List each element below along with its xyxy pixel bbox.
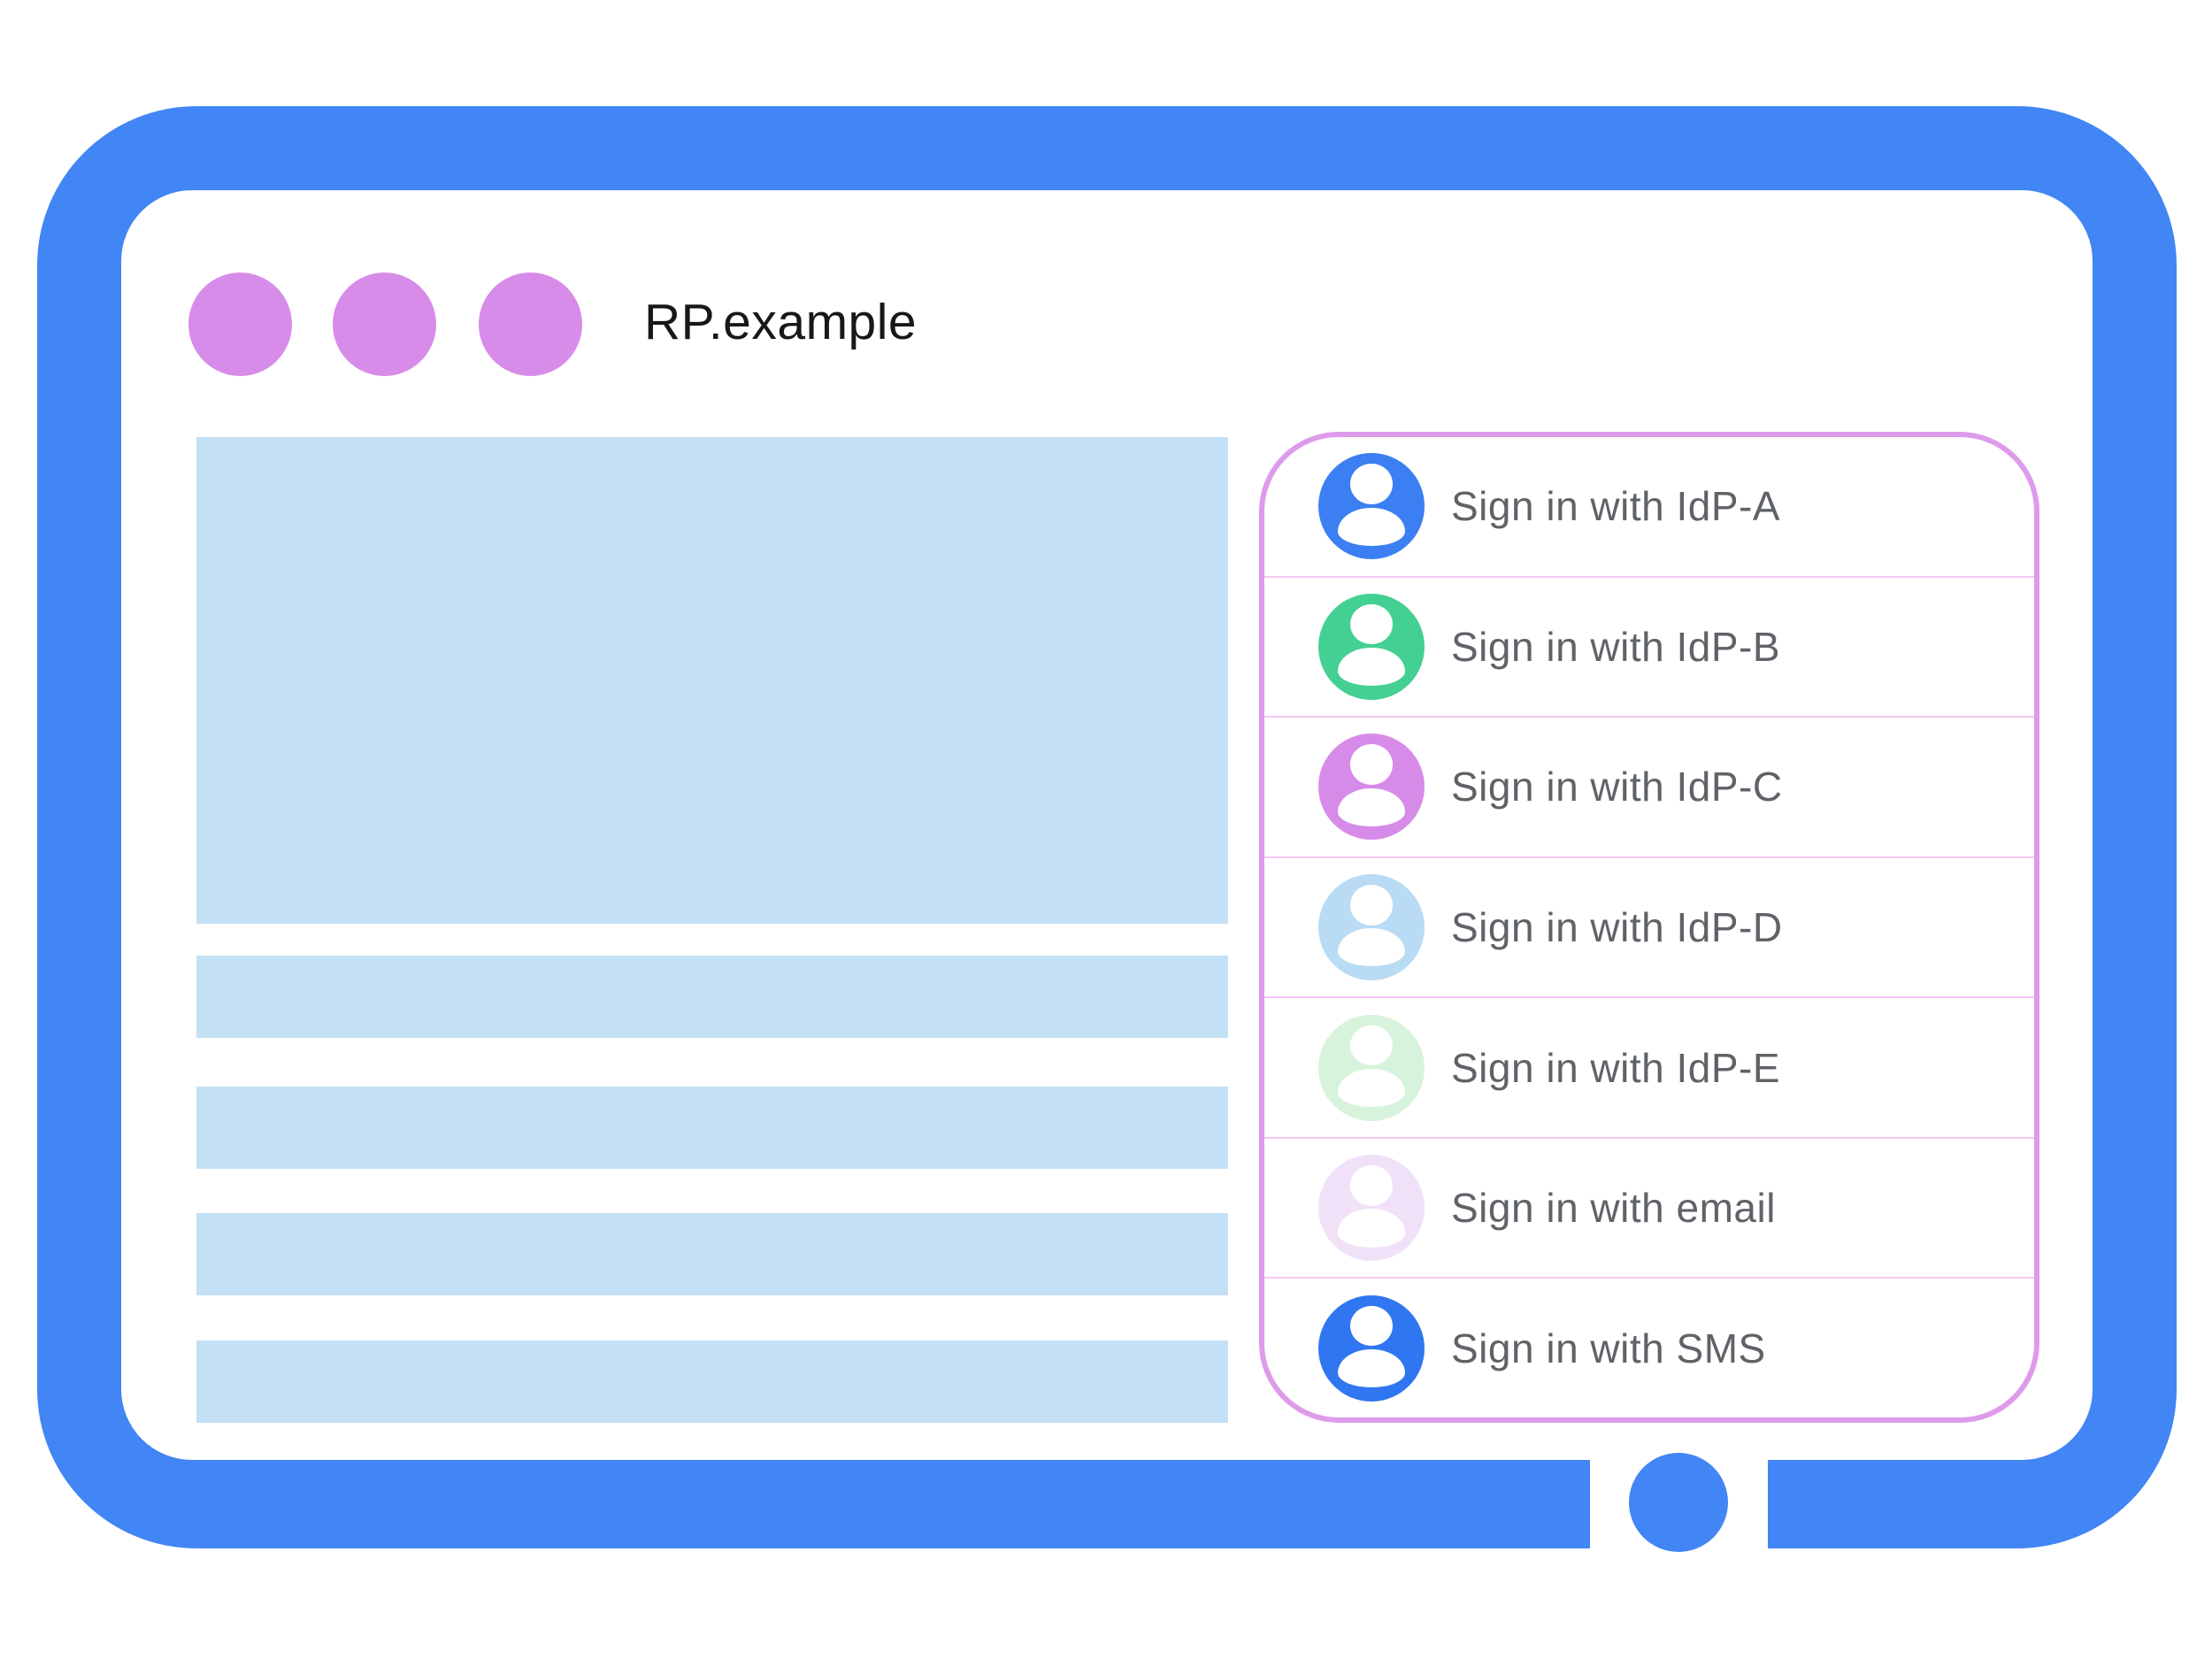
signin-option-label: Sign in with IdP-B <box>1451 623 1781 670</box>
content-placeholder-bar <box>196 1213 1228 1295</box>
person-head <box>1350 464 1393 504</box>
window-control-dot <box>188 273 292 376</box>
frame-bottom-bar-left-cap <box>1500 1460 1590 1548</box>
signin-option[interactable]: Sign in with IdP-D <box>1264 858 2034 999</box>
person-head <box>1350 744 1393 786</box>
person-icon <box>1318 874 1425 981</box>
window-control-dot <box>333 273 436 376</box>
signin-option[interactable]: Sign in with IdP-B <box>1264 578 2034 718</box>
signin-panel: Sign in with IdP-A Sign in with IdP-B Si… <box>1259 432 2039 1423</box>
person-icon <box>1318 1155 1425 1262</box>
person-head <box>1350 885 1393 926</box>
signin-option-label: Sign in with IdP-E <box>1451 1044 1781 1091</box>
site-title: RP.example <box>644 294 918 350</box>
frame-bottom-bar-right-cap <box>1768 1460 1858 1548</box>
signin-option[interactable]: Sign in with IdP-A <box>1264 437 2034 578</box>
signin-option[interactable]: Sign in with IdP-E <box>1264 998 2034 1139</box>
signin-option[interactable]: Sign in with email <box>1264 1139 2034 1279</box>
person-head <box>1350 603 1393 645</box>
person-icon <box>1318 733 1425 841</box>
person-torso <box>1338 928 1405 967</box>
person-torso <box>1338 507 1405 546</box>
signin-option[interactable]: Sign in with SMS <box>1264 1279 2034 1417</box>
person-torso <box>1338 1068 1405 1107</box>
person-torso <box>1338 787 1405 826</box>
home-button[interactable] <box>1629 1453 1728 1552</box>
content-placeholder-bar <box>196 956 1228 1038</box>
signin-option[interactable]: Sign in with IdP-C <box>1264 718 2034 858</box>
content-placeholder-hero <box>196 437 1228 924</box>
content-placeholder-bar <box>196 1087 1228 1169</box>
signin-option-label: Sign in with IdP-D <box>1451 904 1783 951</box>
person-icon <box>1318 1014 1425 1121</box>
content-placeholder-bar <box>196 1340 1228 1423</box>
signin-option-label: Sign in with IdP-A <box>1451 483 1781 530</box>
signin-option-label: Sign in with SMS <box>1451 1325 1766 1371</box>
window-control-dot <box>479 273 582 376</box>
person-torso <box>1338 1348 1405 1388</box>
person-icon <box>1318 593 1425 700</box>
signin-option-label: Sign in with email <box>1451 1185 1776 1232</box>
person-icon <box>1318 1294 1425 1402</box>
person-head <box>1350 1165 1393 1206</box>
person-head <box>1350 1025 1393 1066</box>
person-icon <box>1318 453 1425 560</box>
person-torso <box>1338 648 1405 687</box>
person-torso <box>1338 1209 1405 1248</box>
person-head <box>1350 1305 1393 1347</box>
signin-option-label: Sign in with IdP-C <box>1451 764 1783 810</box>
